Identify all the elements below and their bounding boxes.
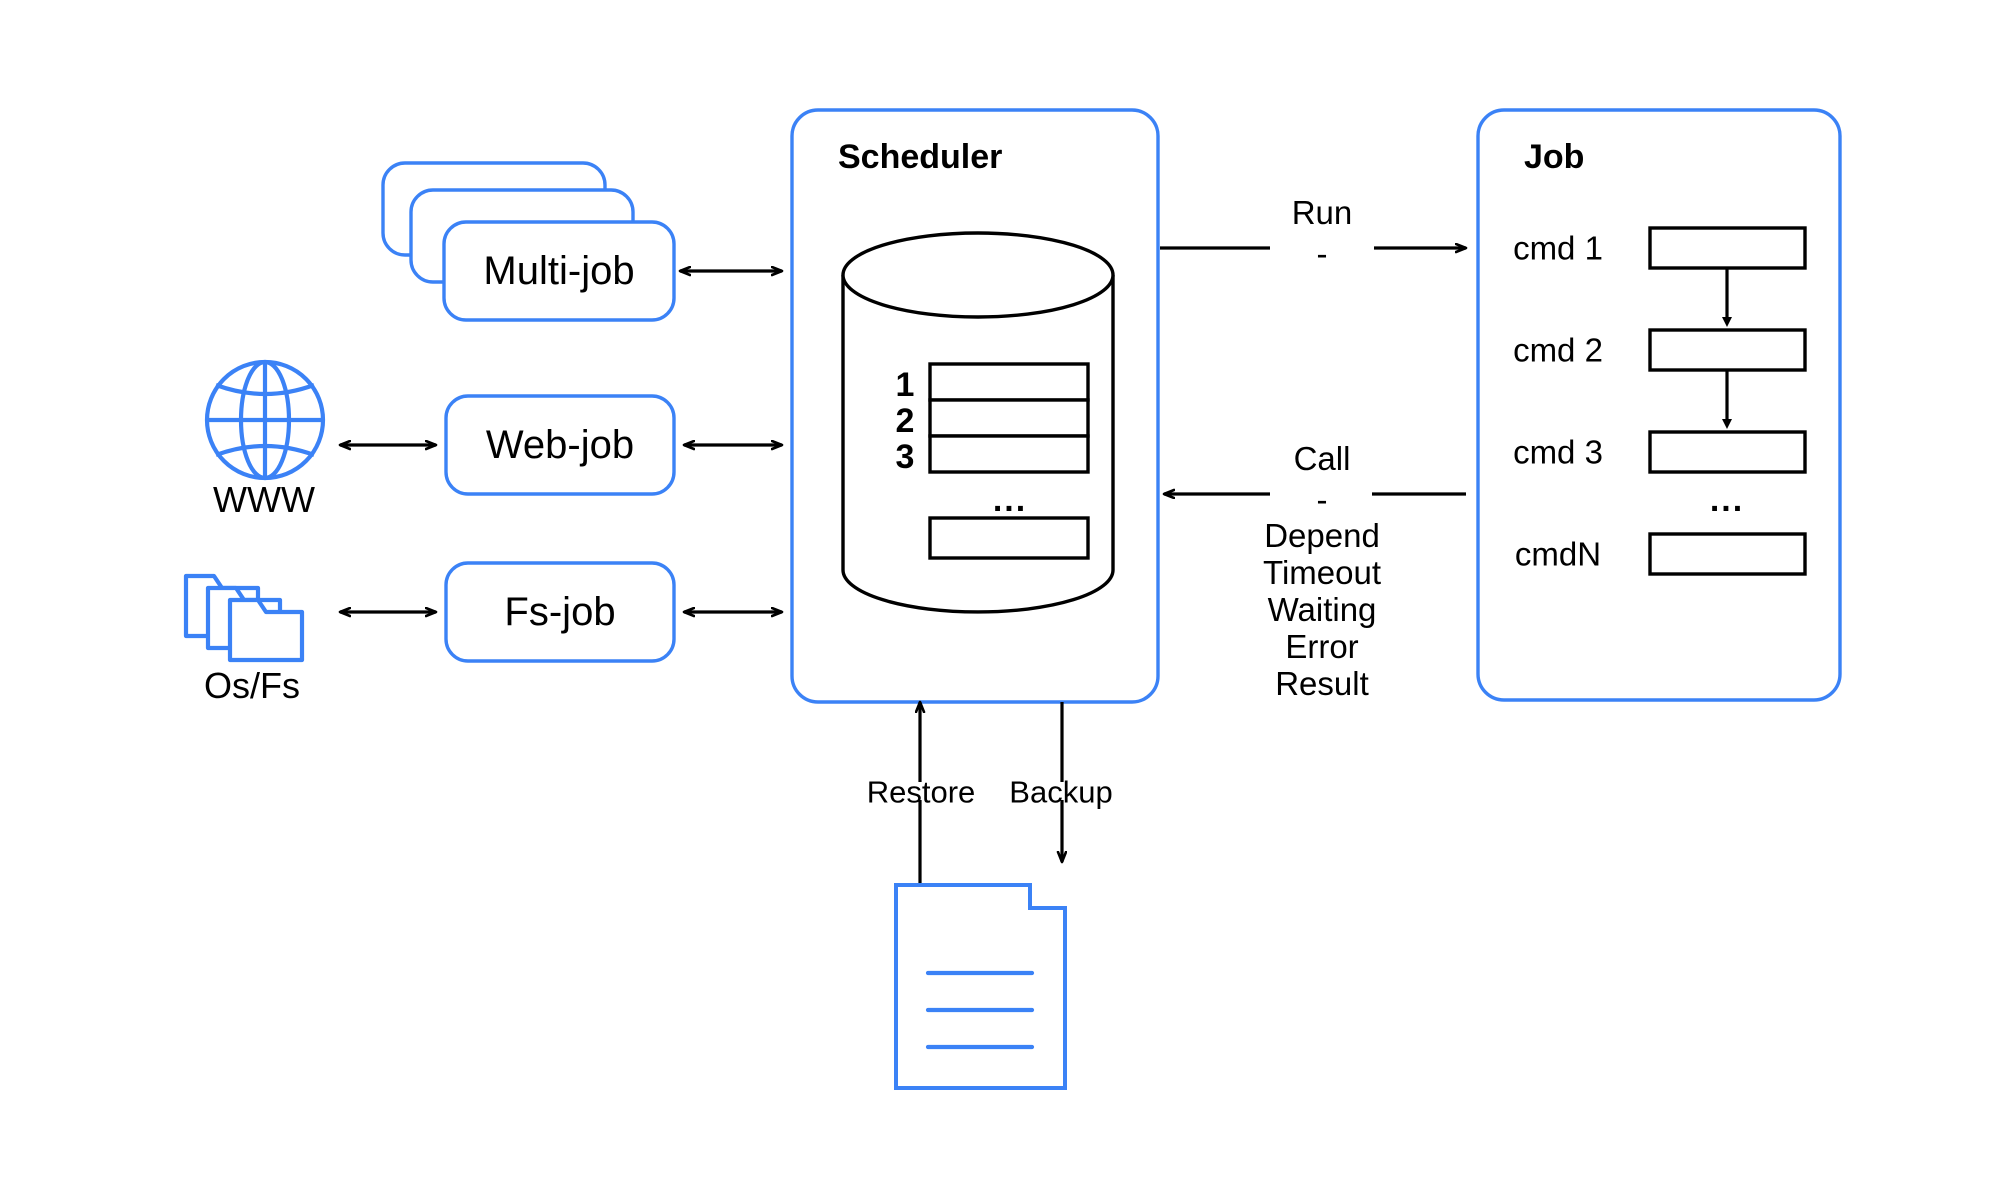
job-command-boxes bbox=[1648, 226, 1807, 576]
edge-run-separator: - bbox=[1316, 235, 1328, 272]
fs-job-card[interactable] bbox=[444, 561, 676, 663]
fs-job-label: Fs-job bbox=[504, 590, 616, 634]
job-command-ellipsis: ... bbox=[1709, 481, 1745, 519]
edge-call-separator: - bbox=[1316, 481, 1328, 518]
job-command-label-n: cmdN bbox=[1514, 535, 1602, 573]
document-icon bbox=[894, 883, 1067, 1090]
edge-call-detail-error: Error bbox=[1285, 628, 1359, 665]
job-command-label-3: cmd 3 bbox=[1513, 433, 1603, 471]
scheduler-title: Scheduler bbox=[838, 138, 1003, 176]
job-command-label-1: cmd 1 bbox=[1513, 229, 1603, 267]
web-job-card[interactable] bbox=[444, 394, 676, 496]
queue-number-3: 3 bbox=[895, 438, 915, 476]
restore-label: Restore bbox=[866, 774, 976, 810]
web-job-label: Web-job bbox=[485, 423, 635, 467]
osfs-caption: Os/Fs bbox=[204, 665, 300, 706]
queue-number-2: 2 bbox=[895, 402, 915, 440]
edge-call-detail-result: Result bbox=[1275, 665, 1369, 702]
globe-icon bbox=[204, 359, 326, 481]
scheduler-queue-ellipsis: ... bbox=[992, 481, 1028, 519]
folder-stack-icon bbox=[183, 573, 305, 663]
edge-call-detail-depend: Depend bbox=[1264, 517, 1380, 554]
www-caption: WWW bbox=[213, 479, 315, 520]
multi-job-label: Multi-job bbox=[483, 249, 635, 293]
scheduler-queue-rows bbox=[928, 362, 1090, 560]
job-command-label-2: cmd 2 bbox=[1513, 331, 1603, 369]
queue-number-1: 1 bbox=[895, 366, 915, 404]
backup-label: Backup bbox=[1009, 774, 1113, 810]
edge-call-detail-waiting: Waiting bbox=[1267, 591, 1377, 628]
job-title: Job bbox=[1524, 138, 1585, 176]
edge-call-detail-timeout: Timeout bbox=[1263, 554, 1381, 591]
edge-call-title: Call bbox=[1293, 440, 1351, 477]
multi-job-card-stack[interactable] bbox=[381, 161, 676, 322]
job-panel[interactable] bbox=[1476, 108, 1842, 702]
edge-run-title: Run bbox=[1291, 194, 1353, 231]
